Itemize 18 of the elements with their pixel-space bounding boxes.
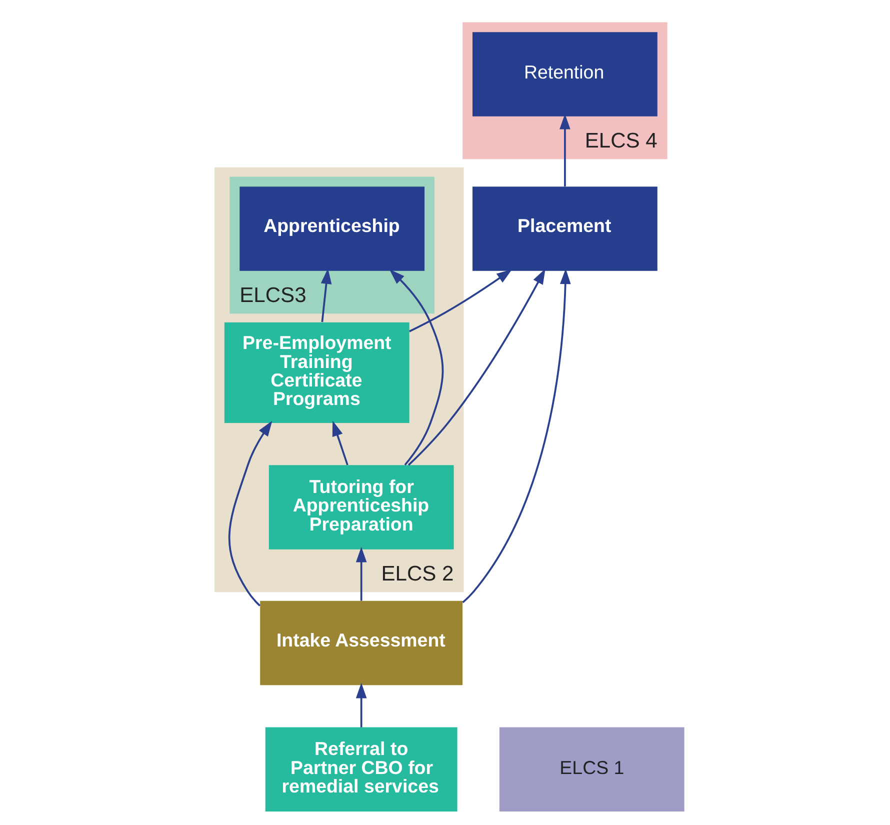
arrow <box>409 269 512 332</box>
arrow <box>332 420 348 466</box>
node-box: Tutoring for Apprenticeship Preparation <box>268 465 454 550</box>
arrow <box>228 420 272 606</box>
node-box: Retention <box>472 32 658 116</box>
arrow <box>320 268 332 322</box>
arrow <box>356 546 367 601</box>
node-box: Placement <box>472 186 658 271</box>
arrow <box>356 682 367 728</box>
node-box: Pre-Employment Training Certificate Programs <box>224 322 410 424</box>
node-box: Apprenticeship <box>240 186 425 271</box>
arrow <box>560 114 570 186</box>
node-box: Referral to Partner CBO for remedial services <box>265 727 458 812</box>
arrow <box>408 268 546 466</box>
node-box: ELCS 1 <box>499 727 684 812</box>
arrow <box>462 268 571 604</box>
node-box: Intake Assessment <box>260 600 463 686</box>
arrow <box>389 269 444 466</box>
